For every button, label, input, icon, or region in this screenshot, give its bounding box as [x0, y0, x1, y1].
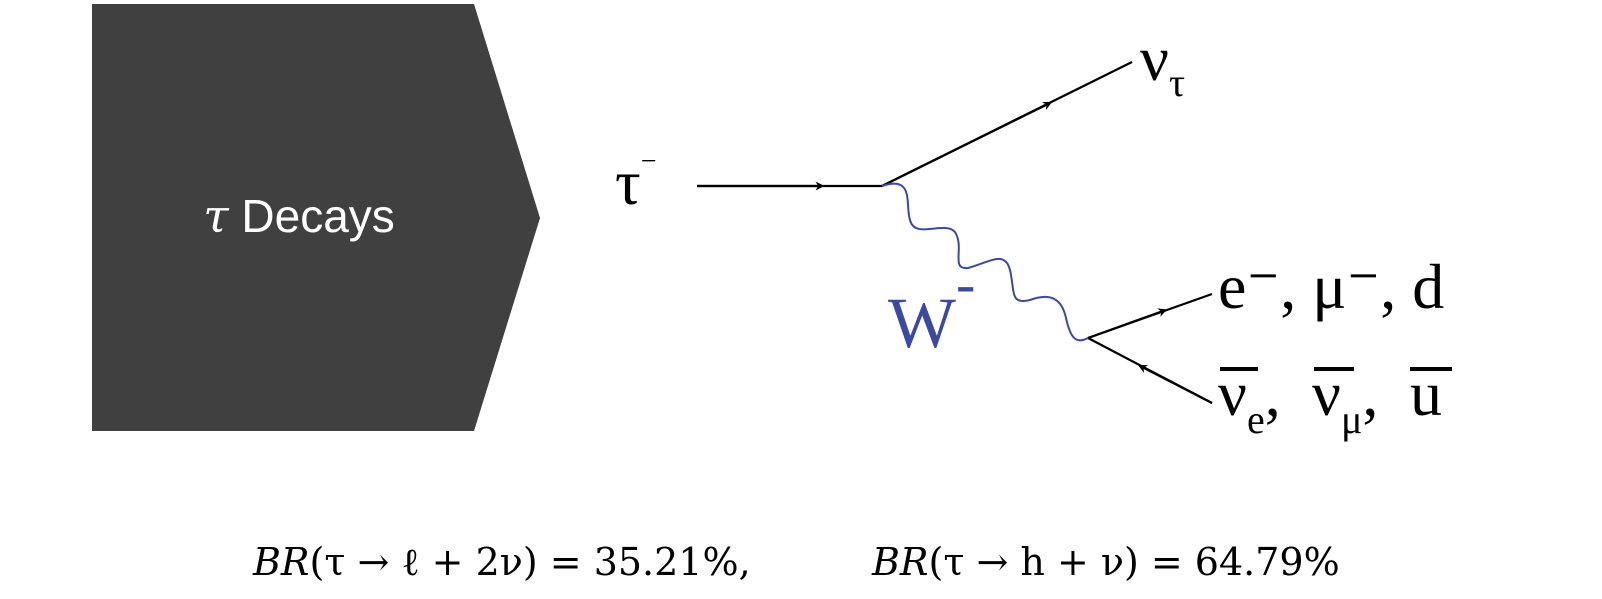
hadronic-branching-ratio: BR(τ → h + ν) = 64.79%	[871, 540, 1340, 584]
tau-charge: −	[641, 146, 657, 177]
antiparticle-labels: νe, νμ, u	[1218, 358, 1452, 442]
banner-tau-symbol: τ	[203, 189, 230, 243]
leptonic-branching-ratio: BR(τ → ℓ + 2ν) = 35.21%,	[252, 540, 751, 584]
tau-label: τ−	[615, 146, 657, 218]
feynman-lines	[697, 61, 1213, 404]
anti-nu-mu-subscript: μ	[1341, 397, 1362, 442]
w-boson-label: W-	[888, 251, 975, 363]
leptonic-br-args: (τ → ℓ + 2ν)	[310, 540, 538, 584]
leptonic-br-value: = 35.21%,	[538, 540, 751, 584]
anti-nu-e-subscript: e	[1247, 397, 1265, 442]
leptonic-br-prefix: BR	[252, 540, 310, 584]
banner-label: Decays	[229, 190, 395, 242]
hadronic-br-prefix: BR	[871, 540, 929, 584]
hadronic-br-args: (τ → h + ν)	[929, 540, 1139, 584]
lepton-arrow-anchor	[1087, 308, 1168, 340]
neutrino-tau-label: ντ	[1140, 23, 1185, 105]
neutrino-tau-arrow-anchor	[881, 101, 1053, 187]
w-boson-propagator	[881, 182, 1089, 342]
title-banner: τ Decays	[92, 4, 540, 431]
hadronic-br-value: = 64.79%	[1139, 540, 1340, 584]
antineutrino-arrow-anchor	[1137, 364, 1213, 404]
banner-title: τ Decays	[203, 189, 395, 243]
banner-shape	[92, 4, 540, 431]
w-boson-charge: -	[956, 251, 975, 316]
particle-labels: τ− ντ W- e⁻, μ⁻, d νe, νμ, u	[615, 23, 1452, 442]
lepton-label: e⁻, μ⁻, d	[1218, 251, 1444, 322]
anti-sep-1: ,	[1265, 358, 1281, 429]
branching-ratios: BR(τ → ℓ + 2ν) = 35.21%, BR(τ → h + ν) =…	[252, 540, 1340, 584]
anti-sep-2: ,	[1362, 358, 1378, 429]
neutrino-tau-subscript: τ	[1169, 60, 1185, 105]
